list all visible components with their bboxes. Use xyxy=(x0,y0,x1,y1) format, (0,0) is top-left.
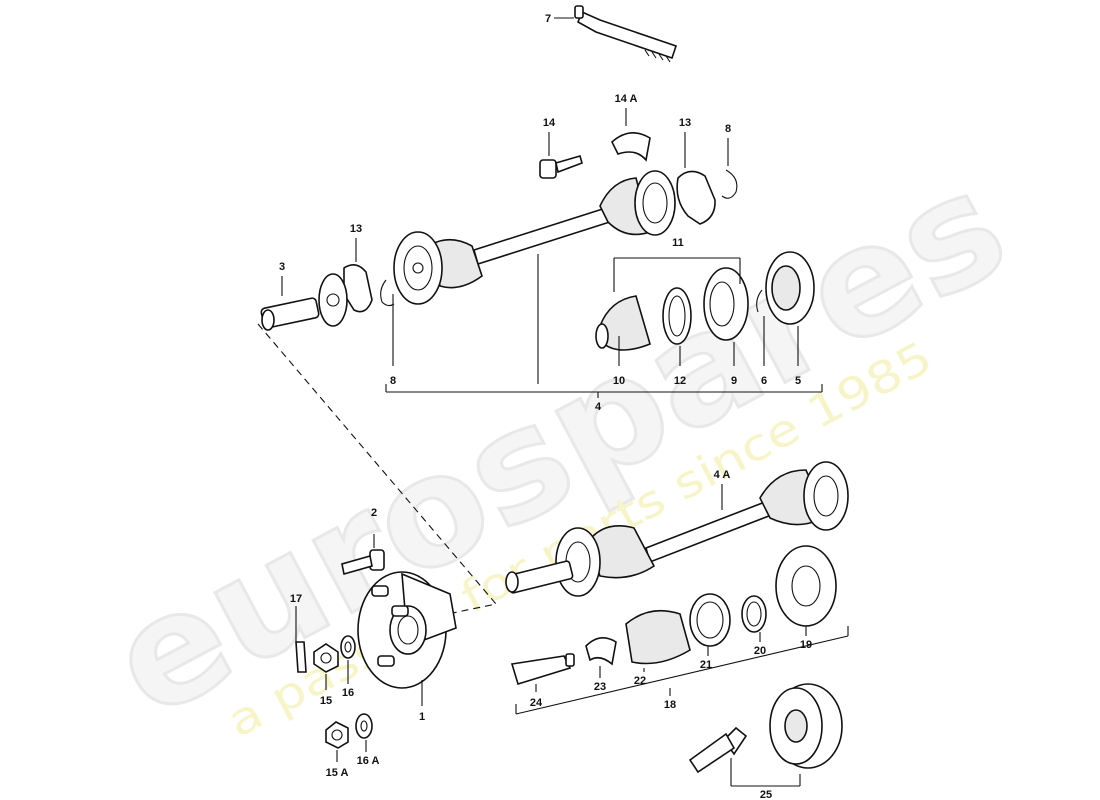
part-13-gasket-left[interactable] xyxy=(343,264,373,313)
part-25-joint-kit[interactable] xyxy=(688,683,843,774)
part-14A-clamp[interactable] xyxy=(611,132,651,162)
part-5-cv-joint[interactable] xyxy=(765,251,815,325)
callout-23: 23 xyxy=(594,681,606,693)
part-16A-washer[interactable] xyxy=(355,713,373,739)
part-8-circlip-top[interactable] xyxy=(721,169,738,199)
part-7-grease-tube[interactable] xyxy=(574,5,678,63)
callout-25: 25 xyxy=(760,789,772,800)
part-15A-nut[interactable] xyxy=(325,721,349,749)
callout-18: 18 xyxy=(664,699,676,711)
callout-10: 10 xyxy=(613,375,625,387)
part-13-gasket-top[interactable] xyxy=(676,170,716,225)
callout-12: 12 xyxy=(674,375,686,387)
callout-15: 15 xyxy=(320,695,332,707)
callout-11: 11 xyxy=(672,237,684,249)
part-21-band-clamp[interactable] xyxy=(689,593,731,647)
callout-19: 19 xyxy=(800,639,812,651)
drive-shaft-main[interactable] xyxy=(393,170,676,305)
callout-6: 6 xyxy=(761,375,767,387)
part-2-bolt[interactable] xyxy=(341,549,385,576)
part-23-clamp[interactable] xyxy=(585,637,617,666)
dashed-guide xyxy=(257,323,497,617)
part-24-grease-tube[interactable] xyxy=(510,653,575,686)
part-19-flange[interactable] xyxy=(775,545,837,627)
callout-2: 2 xyxy=(371,507,377,519)
callout-9: 9 xyxy=(731,375,737,387)
part-9-joint-cover[interactable] xyxy=(703,267,749,341)
drive-shaft-4A[interactable] xyxy=(505,461,849,597)
callout-16A: 16 A xyxy=(357,755,380,767)
callout-1: 1 xyxy=(419,711,425,723)
callout-4: 4 xyxy=(595,401,602,413)
callout-5: 5 xyxy=(795,375,801,387)
part-3-flange-shaft[interactable] xyxy=(260,273,348,331)
bracket-assembly-4 xyxy=(385,254,823,393)
callout-16: 16 xyxy=(342,687,354,699)
left-cv-boot xyxy=(429,238,483,289)
callout-20: 20 xyxy=(754,645,766,657)
part-15-nut[interactable] xyxy=(313,643,339,673)
callout-3: 3 xyxy=(279,261,285,273)
callout-13-top: 13 xyxy=(679,117,691,129)
part-1-wheel-hub[interactable] xyxy=(357,571,457,689)
callout-14: 14 xyxy=(543,117,556,129)
shaft-4A-left-boot xyxy=(587,525,656,579)
callout-8: 8 xyxy=(390,375,396,387)
part-10-boot[interactable] xyxy=(595,295,651,351)
part-20-circlip[interactable] xyxy=(741,595,767,633)
callout-21: 21 xyxy=(700,659,712,671)
part-12-ring[interactable] xyxy=(662,287,692,345)
part-16-washer[interactable] xyxy=(340,635,356,659)
callout-24: 24 xyxy=(530,697,543,709)
callout-15A: 15 A xyxy=(326,767,349,779)
part-14-bolt[interactable] xyxy=(539,155,583,179)
callout-22: 22 xyxy=(634,675,646,687)
hub-leaders xyxy=(295,534,423,762)
part-6-circlip[interactable] xyxy=(756,289,763,313)
part-17-stud[interactable] xyxy=(295,641,307,673)
bracket-assembly-11 xyxy=(613,257,741,292)
callout-4A: 4 A xyxy=(714,469,731,481)
callout-17: 17 xyxy=(290,593,302,605)
callout-8-top: 8 xyxy=(725,123,731,135)
bracket-kit-25 xyxy=(730,758,801,787)
callout-labels: 7 14 A 14 13 8 13 3 11 8 10 12 9 6 5 4 4… xyxy=(279,13,812,800)
callout-13-left: 13 xyxy=(350,223,362,235)
callout-14A: 14 A xyxy=(615,93,638,105)
bracket-kit-18 xyxy=(515,626,849,715)
callout-7: 7 xyxy=(545,13,551,25)
part-22-boot[interactable] xyxy=(625,609,691,665)
part-8-circlip-left[interactable] xyxy=(380,279,395,307)
